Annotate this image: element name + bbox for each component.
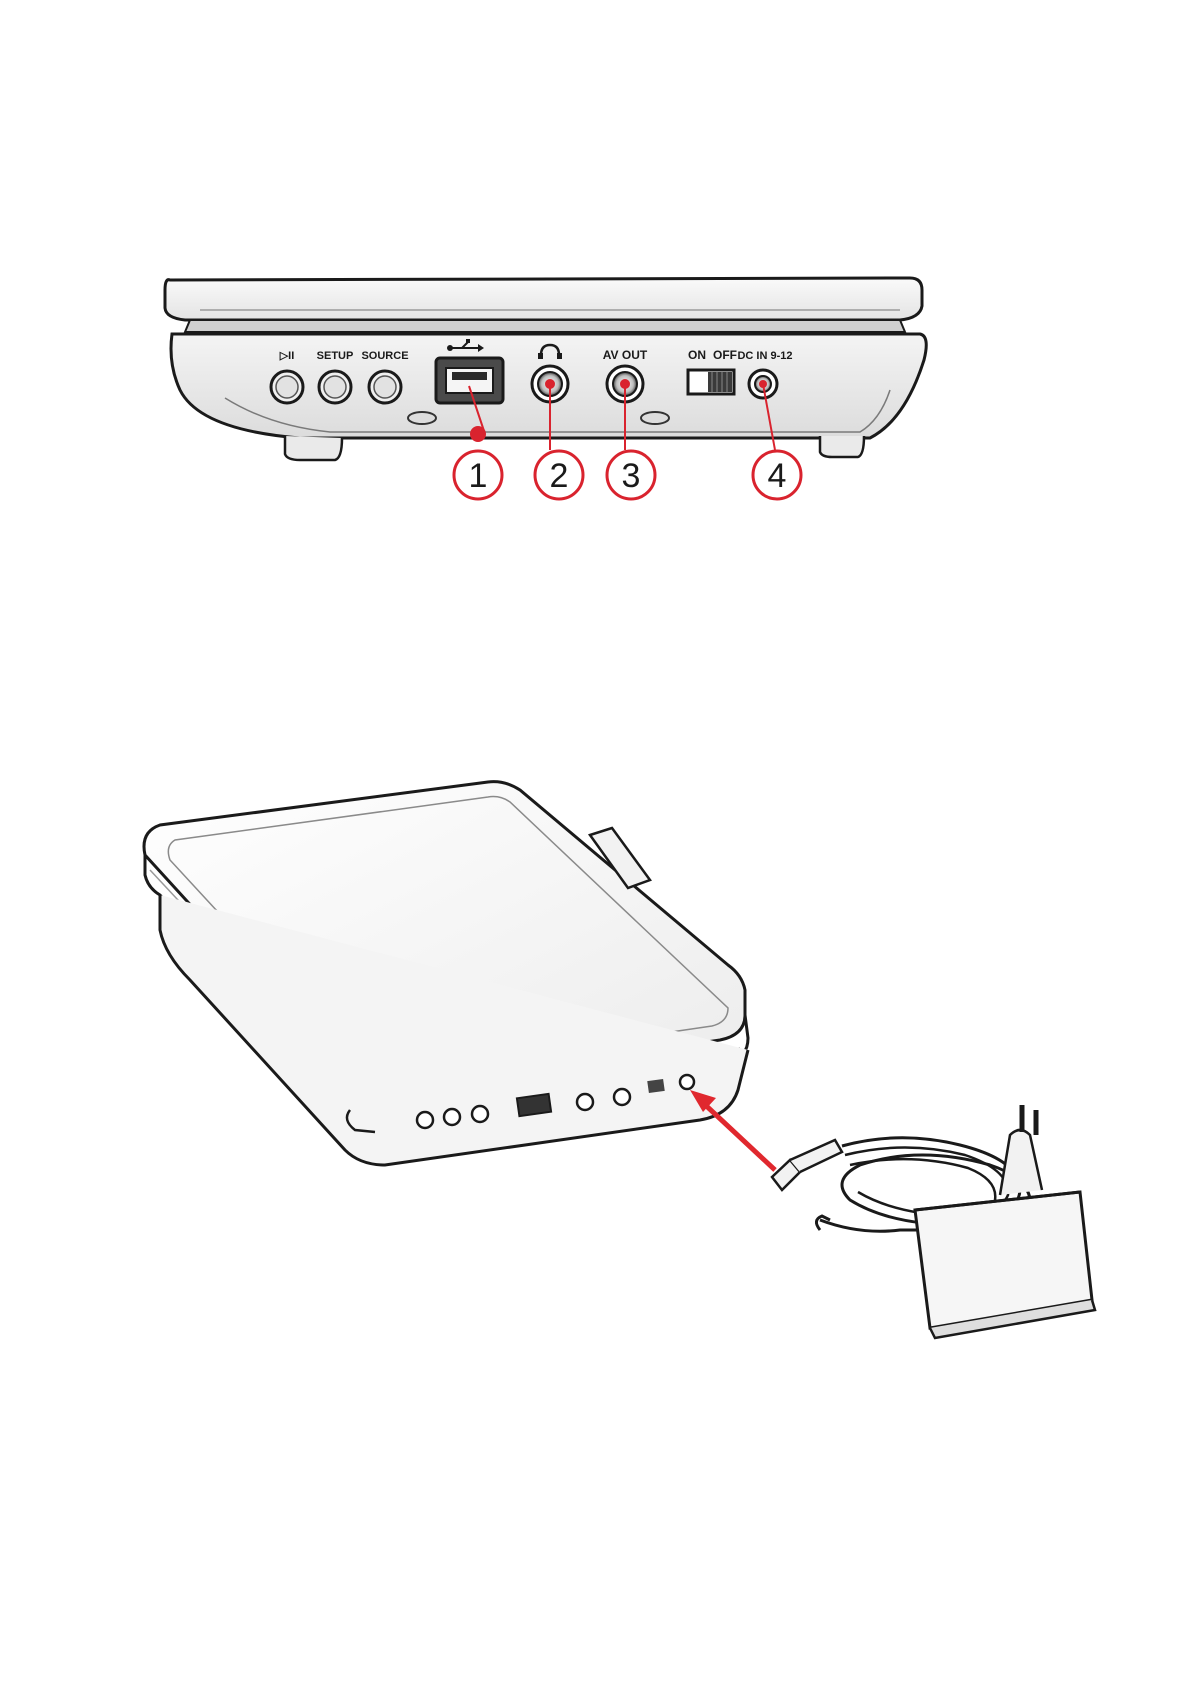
dc-in-label: DC IN 9-12 [737,350,792,362]
callout-4-number: 4 [768,457,787,495]
side-panel-drawing: ▷II SETUP SOURCE AV OUT [0,260,1192,520]
setup-label: SETUP [317,350,354,362]
setup-button[interactable] [319,371,351,403]
lid [165,278,922,320]
usb-port[interactable] [436,358,503,403]
play-pause-label: ▷II [279,350,295,362]
source-button[interactable] [369,371,401,403]
av-out-label: AV OUT [603,348,648,362]
switch-off-label: OFF [713,348,737,362]
power-connection-drawing [0,780,1192,1340]
power-adapter-icon [772,1105,1095,1338]
power-connection-figure [0,780,1192,1340]
power-switch[interactable] [688,370,734,394]
source-label: SOURCE [361,350,408,362]
switch-on-label: ON [688,348,706,362]
callout-2-number: 2 [550,457,569,495]
side-panel-figure: ▷II SETUP SOURCE AV OUT [0,260,1192,520]
callout-1-number: 1 [469,457,488,495]
callout-3-number: 3 [622,457,641,495]
portable-dvd-player-icon [144,782,748,1165]
play-pause-button[interactable] [271,371,303,403]
